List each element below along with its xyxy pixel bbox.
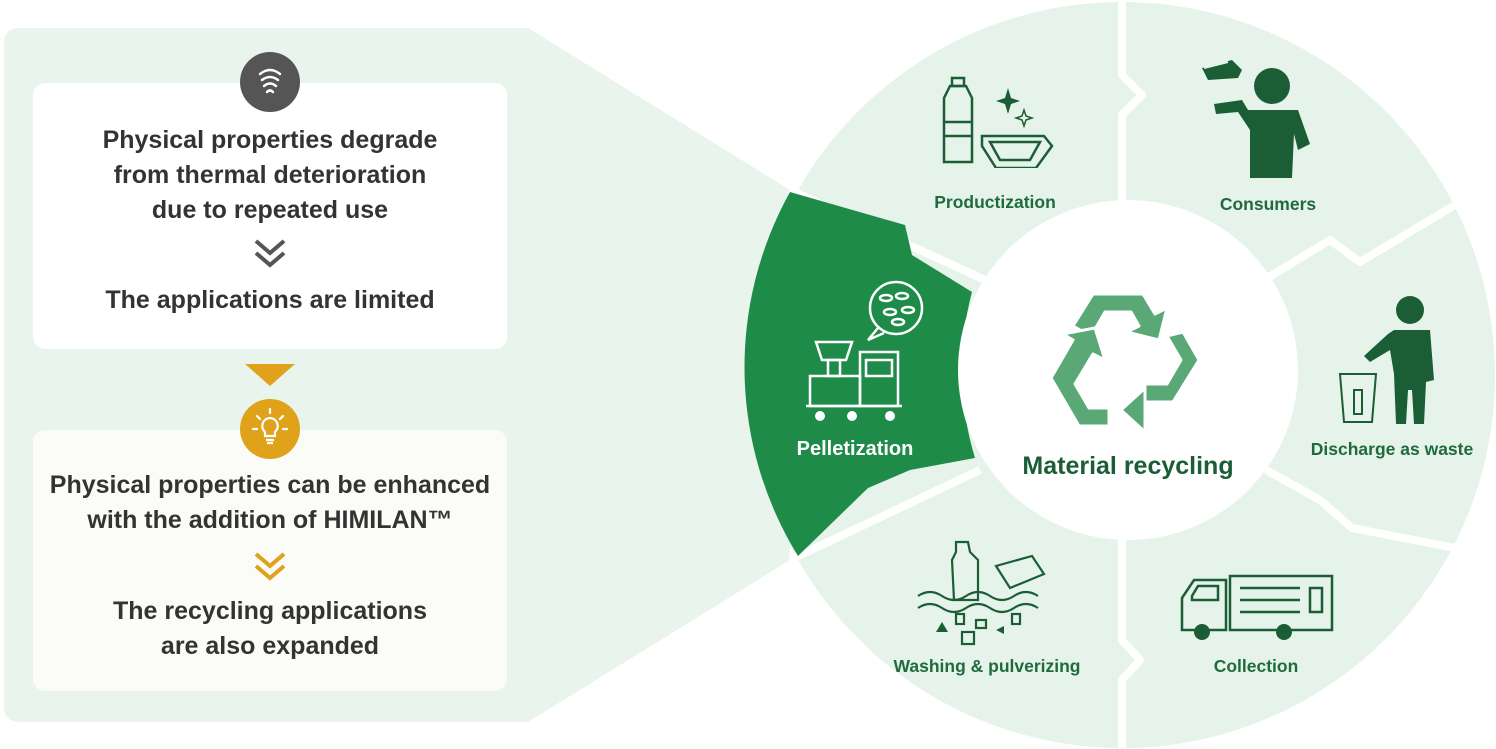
limitation-result: The applications are limited	[105, 286, 435, 314]
stage-label-washing: Washing & pulverizing	[893, 656, 1081, 676]
limitation-text: Physical properties degrade from thermal…	[102, 126, 438, 224]
stage-label-pelletization: Pelletization	[796, 438, 914, 460]
washing-crushing-icon	[917, 540, 1046, 646]
enhancement-result: The recycling applications are also expa…	[113, 597, 427, 660]
thermal-degradation-icon	[240, 52, 300, 117]
person-throwing-away-icon	[1338, 296, 1434, 424]
center-circle	[958, 200, 1298, 540]
stage-label-collection: Collection	[1213, 656, 1299, 676]
pellet-machine-icon	[806, 280, 924, 421]
bottle-and-tray-icon	[942, 76, 1054, 168]
down-arrow-icon	[245, 364, 295, 386]
enhancement-box: Physical properties can be enhanced with…	[33, 430, 507, 691]
enhancement-text: Physical properties can be enhanced with…	[49, 471, 491, 534]
stage-label-productization: Productization	[934, 192, 1056, 212]
lightbulb-icon	[240, 399, 300, 464]
stage-label-consumers: Consumers	[1219, 194, 1317, 214]
garbage-truck-icon	[1180, 574, 1334, 640]
limitation-box: Physical properties degrade from thermal…	[33, 83, 507, 349]
double-chevron-down-icon	[254, 239, 286, 268]
center-label: Material recycling	[1022, 452, 1234, 480]
recycle-icon	[1049, 292, 1201, 434]
stage-label-discharge: Discharge as waste	[1310, 439, 1474, 459]
double-chevron-down-gold-icon	[254, 552, 286, 581]
person-drinking-icon	[1202, 60, 1310, 178]
